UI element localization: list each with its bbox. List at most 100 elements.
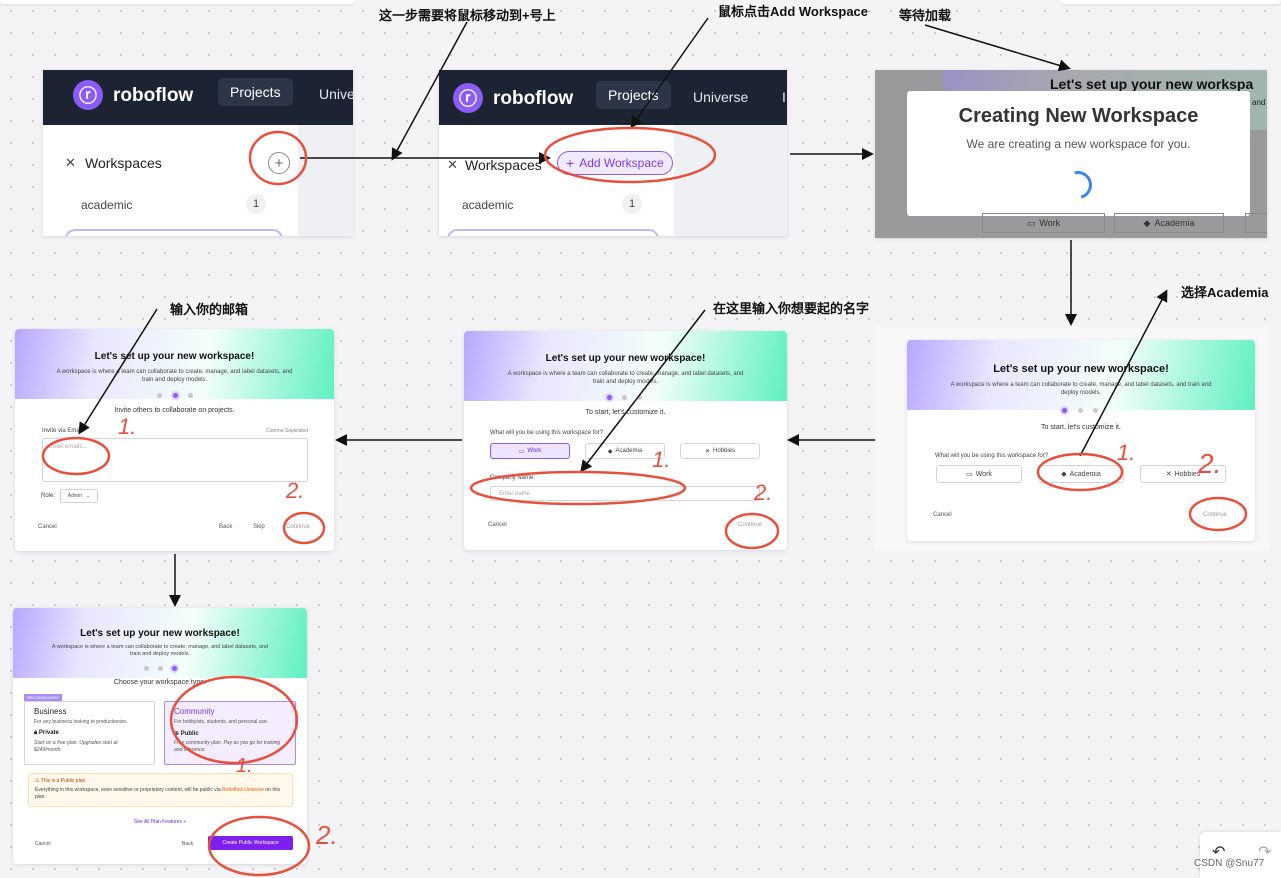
header: ⓡ roboflow Projects Universe I bbox=[439, 70, 787, 125]
panel-workspace-type: Let's set up your new workspace! A works… bbox=[13, 608, 307, 864]
panel-select-academia: Let's set up your new workspace! A works… bbox=[907, 340, 1255, 541]
option-academia[interactable]: ◆Academia bbox=[1038, 465, 1124, 483]
input-placeholder: Enter name bbox=[499, 491, 531, 497]
warning-tail: on this plan. bbox=[35, 787, 281, 800]
plan-card-community[interactable]: Community For hobbyists, students, and p… bbox=[164, 701, 296, 765]
role-label: Role: bbox=[41, 493, 56, 499]
tab-universe[interactable]: Universe bbox=[693, 89, 749, 105]
modal-title: Creating New Workspace bbox=[958, 105, 1199, 127]
option-hobbies[interactable]: ✕Hobbies bbox=[680, 443, 760, 459]
back-button[interactable]: Back bbox=[219, 524, 233, 530]
email-input[interactable]: Enter emails... bbox=[42, 438, 308, 482]
workspace-item-academic[interactable]: academic bbox=[462, 198, 514, 212]
cancel-button[interactable]: Cancel bbox=[933, 512, 952, 518]
workspace-item-academic[interactable]: academic bbox=[81, 198, 133, 212]
cancel-button[interactable]: Cancel bbox=[38, 524, 57, 530]
warning-text: Everything in this workspace, even sensi… bbox=[35, 787, 221, 793]
tab-projects[interactable]: Projects bbox=[596, 81, 671, 109]
workspaces-icon: ✕ bbox=[447, 157, 458, 172]
panel-roboflow-1: ⓡ roboflow Projects Unive ✕ Workspaces +… bbox=[43, 70, 353, 236]
globe-icon: ⊕ bbox=[174, 731, 180, 737]
tab-projects[interactable]: Projects bbox=[218, 78, 293, 106]
option-work[interactable]: ▭Work bbox=[936, 465, 1022, 483]
step-dot-3 bbox=[637, 395, 642, 400]
briefcase-icon: ▭ bbox=[1026, 217, 1036, 228]
option-label: Hobbies bbox=[1174, 470, 1201, 478]
mark-1-name: 1. bbox=[652, 447, 671, 472]
warning-title-text: This is a Public plan. bbox=[40, 778, 87, 784]
option-hobbies[interactable]: ✕Hobbies bbox=[1140, 465, 1226, 483]
redo-icon[interactable]: ↷ bbox=[1258, 844, 1272, 861]
wizard-title: Let's set up your new workspace! bbox=[545, 353, 706, 364]
wizard-description: A workspace is where a team can collabor… bbox=[56, 369, 293, 383]
public-plan-warning: ⚠ This is a Public plan. Everything in t… bbox=[28, 773, 293, 807]
customize-text: To start, let's customize it. bbox=[585, 409, 666, 416]
plus-icon: + bbox=[566, 155, 575, 171]
sidebar-selected-item bbox=[65, 229, 283, 236]
tab-more[interactable]: I bbox=[782, 89, 786, 105]
briefcase-icon: ▭ bbox=[966, 471, 973, 478]
undo-icon[interactable]: ↶ bbox=[1212, 844, 1226, 861]
sidebar-selected-item bbox=[447, 229, 659, 236]
tab-universe[interactable]: Unive bbox=[319, 86, 353, 102]
continue-button[interactable]: Continue bbox=[738, 522, 763, 528]
create-public-workspace-button[interactable]: Create Public Workspace bbox=[208, 836, 293, 850]
cancel-button[interactable]: Cancel bbox=[35, 841, 51, 847]
sidebar: ✕ Workspaces + Add Workspace academic 1 bbox=[439, 125, 674, 236]
add-workspace-plus-button[interactable]: + bbox=[268, 152, 290, 174]
skip-button[interactable]: Skip bbox=[253, 524, 265, 530]
invite-email-label: Invite via Email: bbox=[42, 428, 85, 434]
graduation-cap-icon: ◆ bbox=[1061, 471, 1067, 478]
backdrop-option-more bbox=[1245, 213, 1267, 233]
plan-card-business[interactable]: Business For any business looking to pro… bbox=[24, 701, 155, 765]
step-dot-3 bbox=[1093, 408, 1098, 413]
wizard-title: Let's set up your new workspace! bbox=[94, 351, 255, 362]
wizard-title: Let's set up your new workspace! bbox=[80, 628, 240, 639]
panel-company-name: Let's set up your new workspace! A works… bbox=[464, 331, 787, 550]
mark-1-type: 1. bbox=[236, 755, 253, 777]
add-workspace-label: Add Workspace bbox=[579, 156, 664, 170]
main-area bbox=[674, 125, 787, 236]
arrow-annotation3 bbox=[924, 24, 1071, 72]
see-all-features-link[interactable]: See All Plan Features » bbox=[133, 819, 187, 825]
lock-icon: 🔒︎ bbox=[34, 730, 38, 736]
workspace-count-badge: 1 bbox=[246, 194, 266, 214]
graduation-cap-icon: ◆ bbox=[607, 448, 613, 455]
warning-title: ⚠ This is a Public plan. bbox=[35, 778, 286, 784]
wizard-gradient bbox=[15, 329, 334, 399]
continue-button[interactable]: Continue bbox=[1203, 512, 1228, 518]
plan-description: For hobbyists, students, and personal us… bbox=[174, 719, 269, 725]
workspaces-label: Workspaces bbox=[465, 157, 542, 173]
annotation-wait: 等待加载 bbox=[899, 8, 952, 23]
step-dot-1 bbox=[607, 395, 612, 400]
workspaces-label: Workspaces bbox=[85, 155, 162, 171]
option-label: Academia bbox=[1154, 218, 1195, 228]
company-name-input[interactable]: Enter name bbox=[490, 486, 760, 501]
warning-icon: ⚠ bbox=[35, 778, 40, 784]
invite-text: Invite others to collaborate on projects… bbox=[114, 407, 235, 414]
backdrop-option-work: ▭Work bbox=[982, 213, 1105, 233]
option-work[interactable]: ▭Work bbox=[490, 443, 570, 459]
mark-2-type: 2. bbox=[316, 820, 338, 850]
question-label: What will you be using this workspace fo… bbox=[935, 453, 1049, 459]
back-button[interactable]: Back bbox=[182, 841, 194, 847]
brand: roboflow bbox=[113, 85, 194, 106]
workspaces-icon: ✕ bbox=[65, 155, 76, 170]
wizard-title: Let's set up your new workspace! bbox=[993, 363, 1169, 375]
step-dot-3 bbox=[172, 666, 177, 671]
mark-2-name: 2. bbox=[754, 480, 773, 505]
continue-button[interactable]: Continue bbox=[286, 524, 311, 530]
mark-1-invite: 1. bbox=[118, 414, 137, 439]
wizard-description: A workspace is where a team can collabor… bbox=[950, 382, 1212, 396]
add-workspace-button[interactable]: + Add Workspace bbox=[557, 151, 673, 175]
plan-note: Start on a free plan. Upgrades start at … bbox=[34, 740, 118, 753]
universe-link[interactable]: Roboflow Universe bbox=[222, 787, 265, 793]
chevron-down-icon: ⌄ bbox=[85, 493, 91, 499]
step-dot-1 bbox=[144, 666, 149, 671]
cancel-button[interactable]: Cancel bbox=[488, 522, 507, 528]
step-dot-1 bbox=[1062, 408, 1067, 413]
annotation-select-academia: 选择Academia bbox=[1181, 285, 1269, 300]
plan-visibility: 🔒︎ Private bbox=[34, 730, 145, 737]
role-select[interactable]: Admin⌄ bbox=[60, 489, 98, 503]
backdrop-title: Let's set up your new workspa bbox=[1050, 76, 1254, 92]
